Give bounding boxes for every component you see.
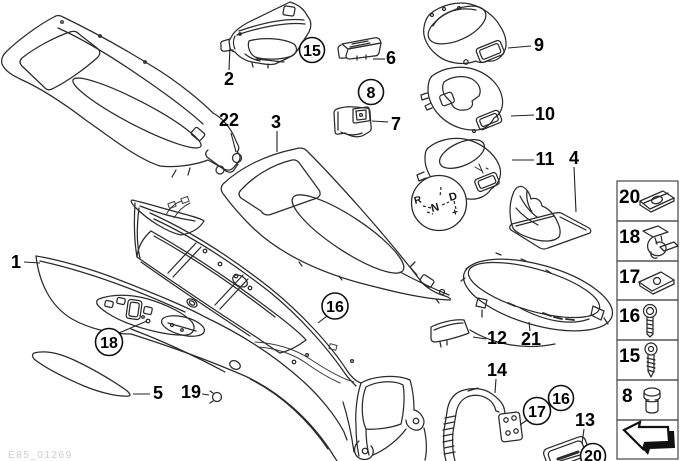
svg-text:7: 7 <box>391 114 401 134</box>
svg-text:15: 15 <box>619 346 641 367</box>
svg-text:22: 22 <box>219 110 239 130</box>
svg-text:2: 2 <box>224 69 234 89</box>
svg-text:13: 13 <box>575 410 595 430</box>
svg-text:E85_01269: E85_01269 <box>8 450 73 461</box>
svg-text:11: 11 <box>535 149 554 169</box>
svg-text:3: 3 <box>271 112 281 132</box>
svg-text:5: 5 <box>153 383 163 403</box>
svg-text:12: 12 <box>487 328 507 348</box>
svg-text:18: 18 <box>100 335 118 352</box>
svg-text:18: 18 <box>619 227 640 248</box>
svg-text:+: + <box>451 207 459 219</box>
svg-text:6: 6 <box>386 48 396 68</box>
svg-text:N: N <box>430 201 441 215</box>
svg-text:8: 8 <box>367 85 376 102</box>
svg-text:17: 17 <box>619 267 640 288</box>
svg-text:21: 21 <box>521 329 541 349</box>
svg-text:19: 19 <box>181 382 201 402</box>
svg-text:20: 20 <box>584 448 602 461</box>
svg-text:14: 14 <box>487 360 507 380</box>
svg-text:4: 4 <box>569 148 579 168</box>
svg-text:15: 15 <box>303 43 321 60</box>
svg-text:D: D <box>448 190 459 204</box>
svg-text:16: 16 <box>552 391 570 408</box>
svg-text:20: 20 <box>619 187 640 208</box>
svg-text:17: 17 <box>528 404 546 421</box>
svg-text:16: 16 <box>326 299 344 316</box>
svg-text:10: 10 <box>535 104 555 124</box>
svg-text:16: 16 <box>619 306 640 327</box>
svg-text:R: R <box>413 194 423 207</box>
svg-text:1: 1 <box>11 252 21 272</box>
svg-text:9: 9 <box>534 35 544 55</box>
svg-text:8: 8 <box>622 386 633 407</box>
